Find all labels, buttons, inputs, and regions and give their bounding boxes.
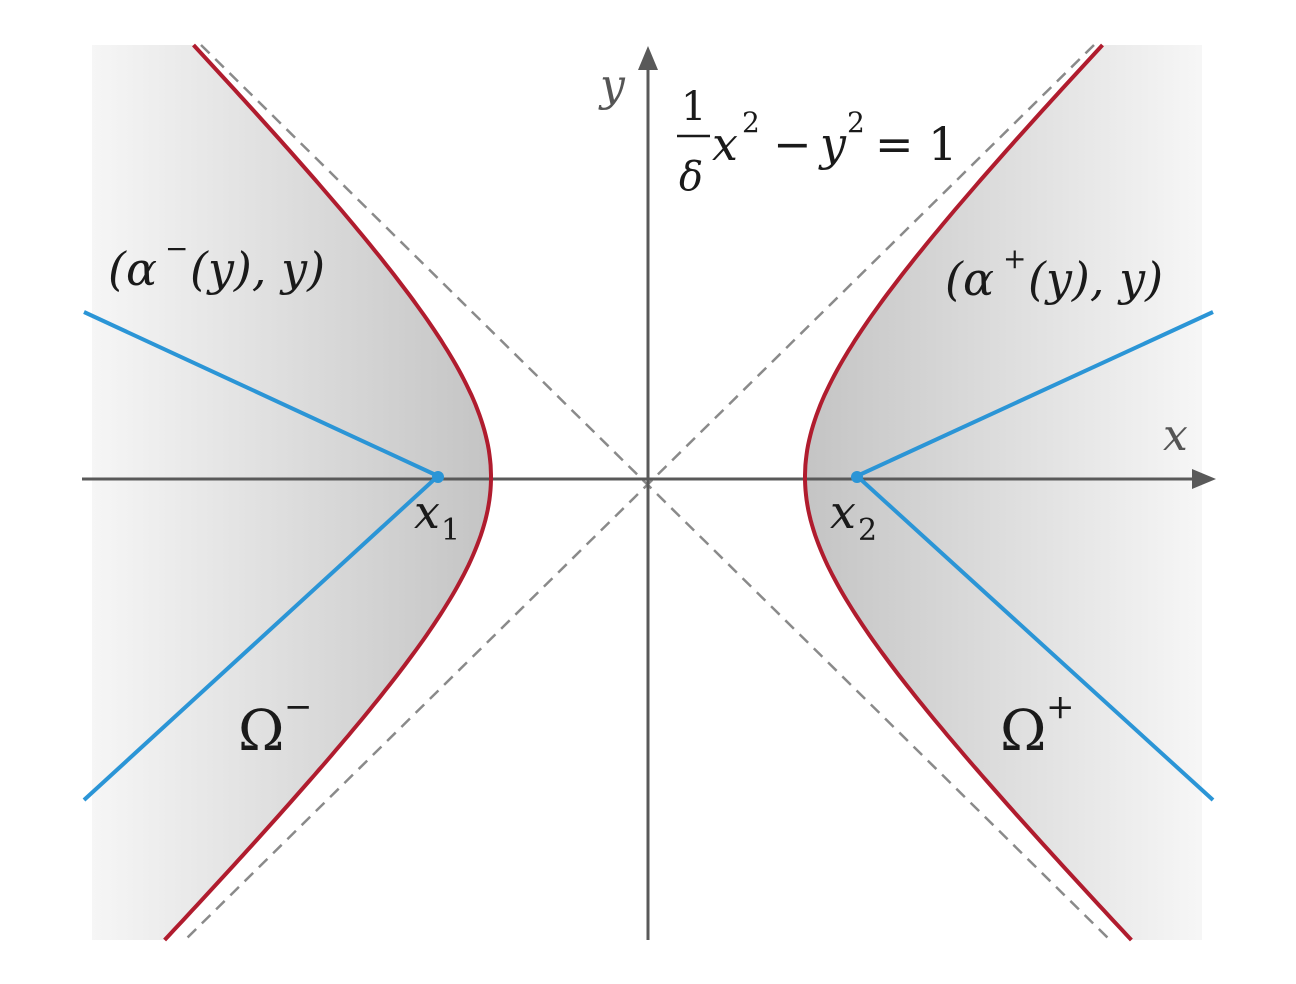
equation-y: y xyxy=(818,117,847,171)
alpha-plus-open: (α xyxy=(945,252,994,306)
equation-x: x xyxy=(712,117,738,171)
alpha-plus-close: (y), y) xyxy=(1028,252,1163,306)
alpha-minus-label: (α − (y), y) xyxy=(108,232,325,296)
x2-sub: 2 xyxy=(858,513,877,548)
rays-right xyxy=(855,310,1215,802)
x1-label: x 1 xyxy=(414,485,460,548)
alpha-minus-sup: − xyxy=(165,232,188,265)
equation-denominator: δ xyxy=(679,154,703,200)
ray-right-lower xyxy=(855,474,1215,802)
ray-left-lower xyxy=(82,474,440,802)
hyperbola-equation: 1 δ x 2 − y 2 = 1 xyxy=(677,84,957,200)
omega-minus-label: Ω − xyxy=(238,687,313,764)
equation-minus: − xyxy=(773,117,812,171)
omega-plus-sup: + xyxy=(1046,687,1075,727)
equation-x-exponent: 2 xyxy=(742,106,760,139)
omega-minus-base: Ω xyxy=(238,699,284,764)
x2-base: x xyxy=(830,485,856,539)
x2-label: x 2 xyxy=(830,485,877,548)
asymptote-line-2 xyxy=(184,44,1095,941)
x1-base: x xyxy=(414,485,440,539)
omega-plus-region xyxy=(805,45,1202,940)
ray-right-upper xyxy=(856,310,1214,478)
x1-point xyxy=(432,471,444,483)
alpha-minus-close: (y), y) xyxy=(190,242,325,296)
omega-plus-base: Ω xyxy=(1000,699,1046,764)
equation-numerator: 1 xyxy=(681,84,706,130)
alpha-plus-sup: + xyxy=(1003,242,1026,275)
equation-rhs: = 1 xyxy=(875,117,957,171)
rays-left xyxy=(82,310,440,802)
x-axis-arrowhead xyxy=(1192,469,1216,489)
alpha-plus-label: (α + (y), y) xyxy=(945,242,1163,306)
ray-left-upper xyxy=(83,310,439,478)
x-axis-label: x xyxy=(1163,410,1188,461)
omega-plus-label: Ω + xyxy=(1000,687,1075,764)
y-axis-label: y xyxy=(598,60,626,111)
equation-y-exponent: 2 xyxy=(847,106,865,139)
hyperbola-right-branch xyxy=(803,43,1133,942)
omega-minus-sup: − xyxy=(284,687,313,727)
y-axis-arrowhead xyxy=(638,46,658,70)
hyperbola-left-branch xyxy=(163,43,493,942)
x1-sub: 1 xyxy=(441,513,460,548)
alpha-minus-open: (α xyxy=(108,242,157,296)
x2-point xyxy=(851,471,863,483)
asymptote-line-1 xyxy=(200,44,1111,941)
omega-minus-region xyxy=(92,45,491,940)
